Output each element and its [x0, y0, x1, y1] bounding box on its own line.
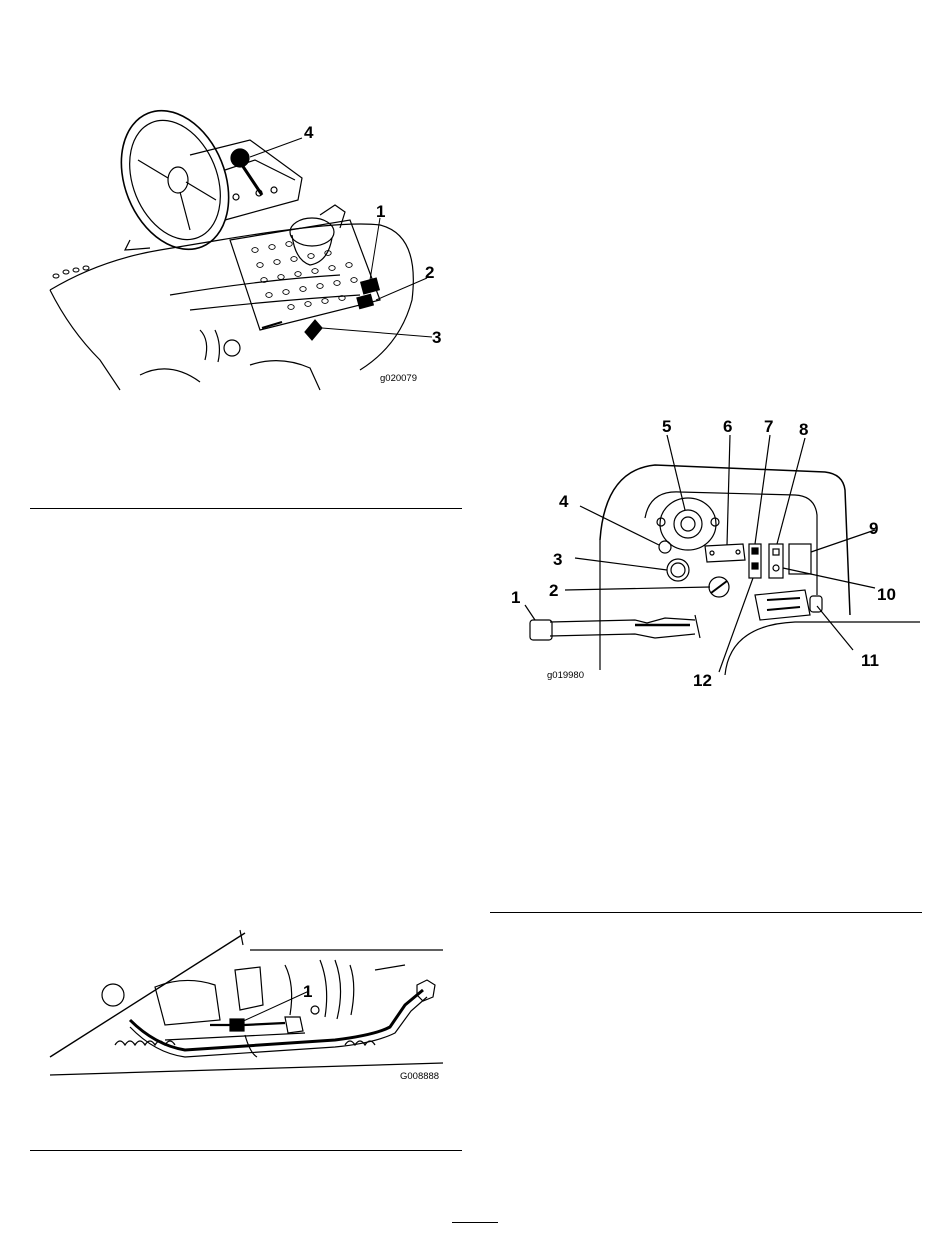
callout-label: 10: [877, 585, 896, 604]
figure-control-panel: 5 6 7 8 9 10 11 12 4 3 2 1 g019980: [505, 410, 920, 700]
callout-label: 3: [432, 328, 441, 347]
figure-id: G008888: [400, 1071, 439, 1082]
callout-label: 7: [764, 417, 773, 436]
callout-label: 6: [723, 417, 732, 436]
callout-label: 2: [425, 263, 434, 282]
figure-id: g019980: [547, 670, 584, 681]
callout-label: 1: [303, 982, 312, 1001]
section-divider: [30, 508, 462, 509]
callout-label: 4: [304, 123, 314, 142]
callout-label: 11: [861, 651, 879, 670]
section-divider: [30, 1150, 462, 1151]
callout-label: 5: [662, 417, 671, 436]
callout-label: 1: [511, 588, 520, 607]
callout-label: 4: [559, 492, 569, 511]
figure-underside: 1 G008888: [45, 925, 450, 1085]
page-number-rule: [452, 1222, 498, 1223]
callout-label: 12: [693, 671, 712, 690]
steering-wheel: [102, 100, 249, 265]
callout-label: 1: [376, 202, 385, 221]
callout-label: 9: [869, 519, 878, 538]
callout-label: 3: [553, 550, 562, 569]
section-divider: [490, 912, 922, 913]
figure-operator-station: 4 1 2 3 g020079: [40, 100, 470, 400]
callout-label: 8: [799, 420, 808, 439]
figure-id: g020079: [380, 373, 417, 384]
callout-label: 2: [549, 581, 558, 600]
